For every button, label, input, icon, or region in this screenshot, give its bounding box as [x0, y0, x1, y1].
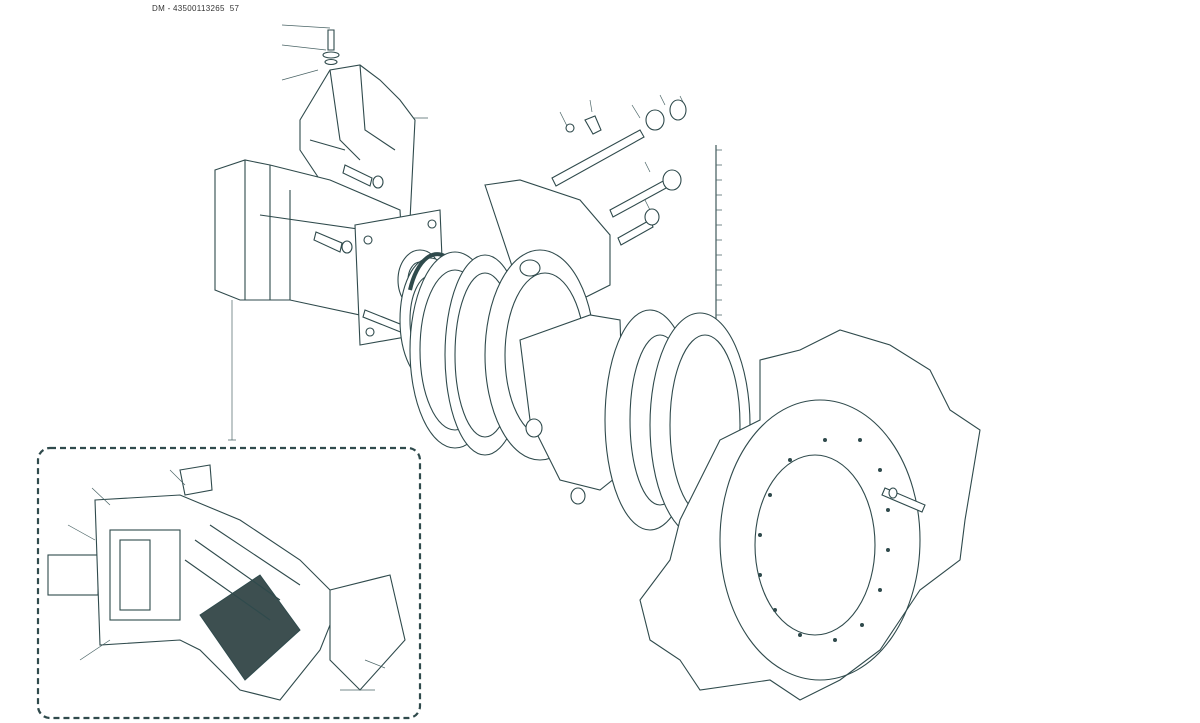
inset-cross-section	[36, 446, 422, 720]
drawing-code: DM - 43500113265 57	[152, 4, 240, 13]
vertical-scale	[715, 145, 722, 340]
gearbox-housing	[484, 179, 751, 538]
sprocket	[639, 329, 981, 701]
guard-bracket	[299, 29, 416, 231]
bolts-set	[551, 99, 687, 246]
